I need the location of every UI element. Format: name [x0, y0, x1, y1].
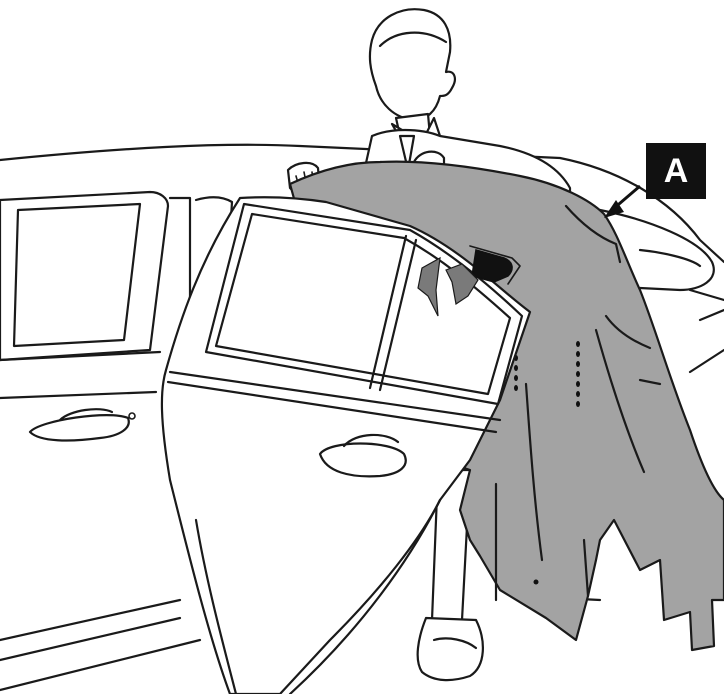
arrow-pointer-icon — [604, 186, 640, 218]
callout-badge: A — [646, 143, 706, 199]
callout-label: A — [664, 154, 689, 188]
